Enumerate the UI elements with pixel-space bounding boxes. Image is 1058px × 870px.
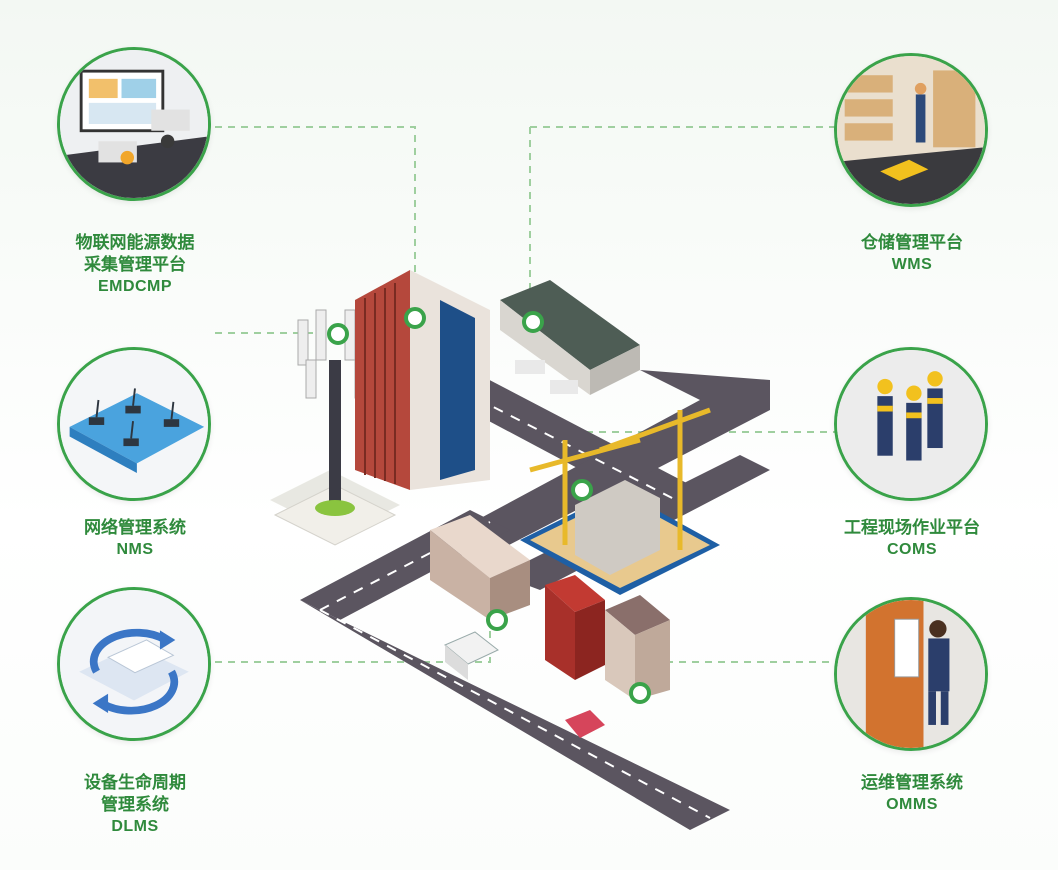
control-room-icon [57,47,211,201]
warehouse-icon [834,53,988,207]
label-omms-line1: 运维管理系统 [861,773,963,792]
label-coms-abbr: COMS [887,541,937,558]
lifecycle-cycle-icon [57,587,211,741]
label-wms-line1: 仓储管理平台 [861,233,963,252]
warehouse-building [500,280,640,395]
construction-site [520,407,720,595]
label-omms: 运维管理系统 OMMS [832,772,992,816]
label-emdcmp: 物联网能源数据 采集管理平台 EMDCMP [55,232,215,298]
label-coms-line1: 工程现场作业平台 [844,518,980,537]
hub-markers [327,307,651,704]
label-emdcmp-line2: 采集管理平台 [84,255,186,274]
label-nms-line1: 网络管理系统 [84,518,186,537]
label-dlms-line2: 管理系统 [101,795,169,814]
label-nms-abbr: NMS [116,541,154,558]
label-emdcmp-abbr: EMDCMP [97,278,173,295]
label-dlms: 设备生命周期 管理系统 DLMS [55,772,215,838]
label-emdcmp-line1: 物联网能源数据 [75,233,195,252]
label-coms: 工程现场作业平台 COMS [805,517,1019,561]
townhouses [430,515,670,700]
network-routers-icon [57,347,211,501]
connector-lines [215,126,840,663]
label-dlms-line1: 设备生命周期 [84,773,186,792]
label-omms-abbr: OMMS [886,796,938,813]
label-wms-abbr: WMS [891,256,933,273]
label-nms: 网络管理系统 NMS [55,517,215,561]
field-workers-icon [834,347,988,501]
office-tower [355,270,490,490]
maintenance-technician-icon [834,597,988,751]
vehicles [444,631,605,738]
label-wms: 仓储管理平台 WMS [832,232,992,276]
label-dlms-abbr: DLMS [111,818,159,835]
